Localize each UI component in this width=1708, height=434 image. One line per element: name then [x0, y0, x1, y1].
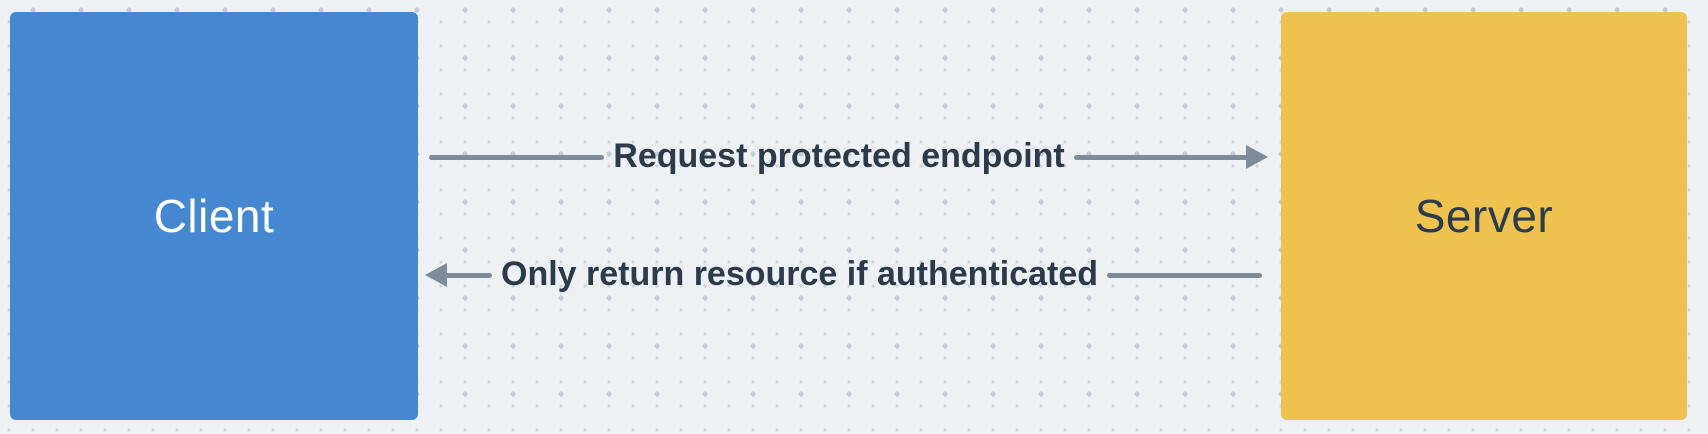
server-node-label: Server [1414, 190, 1554, 242]
server-node: Server [1281, 12, 1687, 420]
arrowhead-right-icon [1246, 145, 1268, 169]
arrowhead-left-icon [425, 263, 447, 287]
request-arrow-line-left [429, 154, 605, 160]
response-arrow-line-left [444, 272, 492, 278]
request-arrow: Request protected endpoint [429, 134, 1268, 180]
request-arrow-label: Request protected endpoint [613, 137, 1065, 176]
response-arrow: Only return resource if authenticated [425, 252, 1262, 298]
client-node: Client [10, 12, 418, 420]
response-arrow-label: Only return resource if authenticated [501, 255, 1099, 294]
request-arrow-line-right [1073, 154, 1249, 160]
response-arrow-line-right [1107, 272, 1262, 278]
client-node-label: Client [153, 190, 275, 242]
